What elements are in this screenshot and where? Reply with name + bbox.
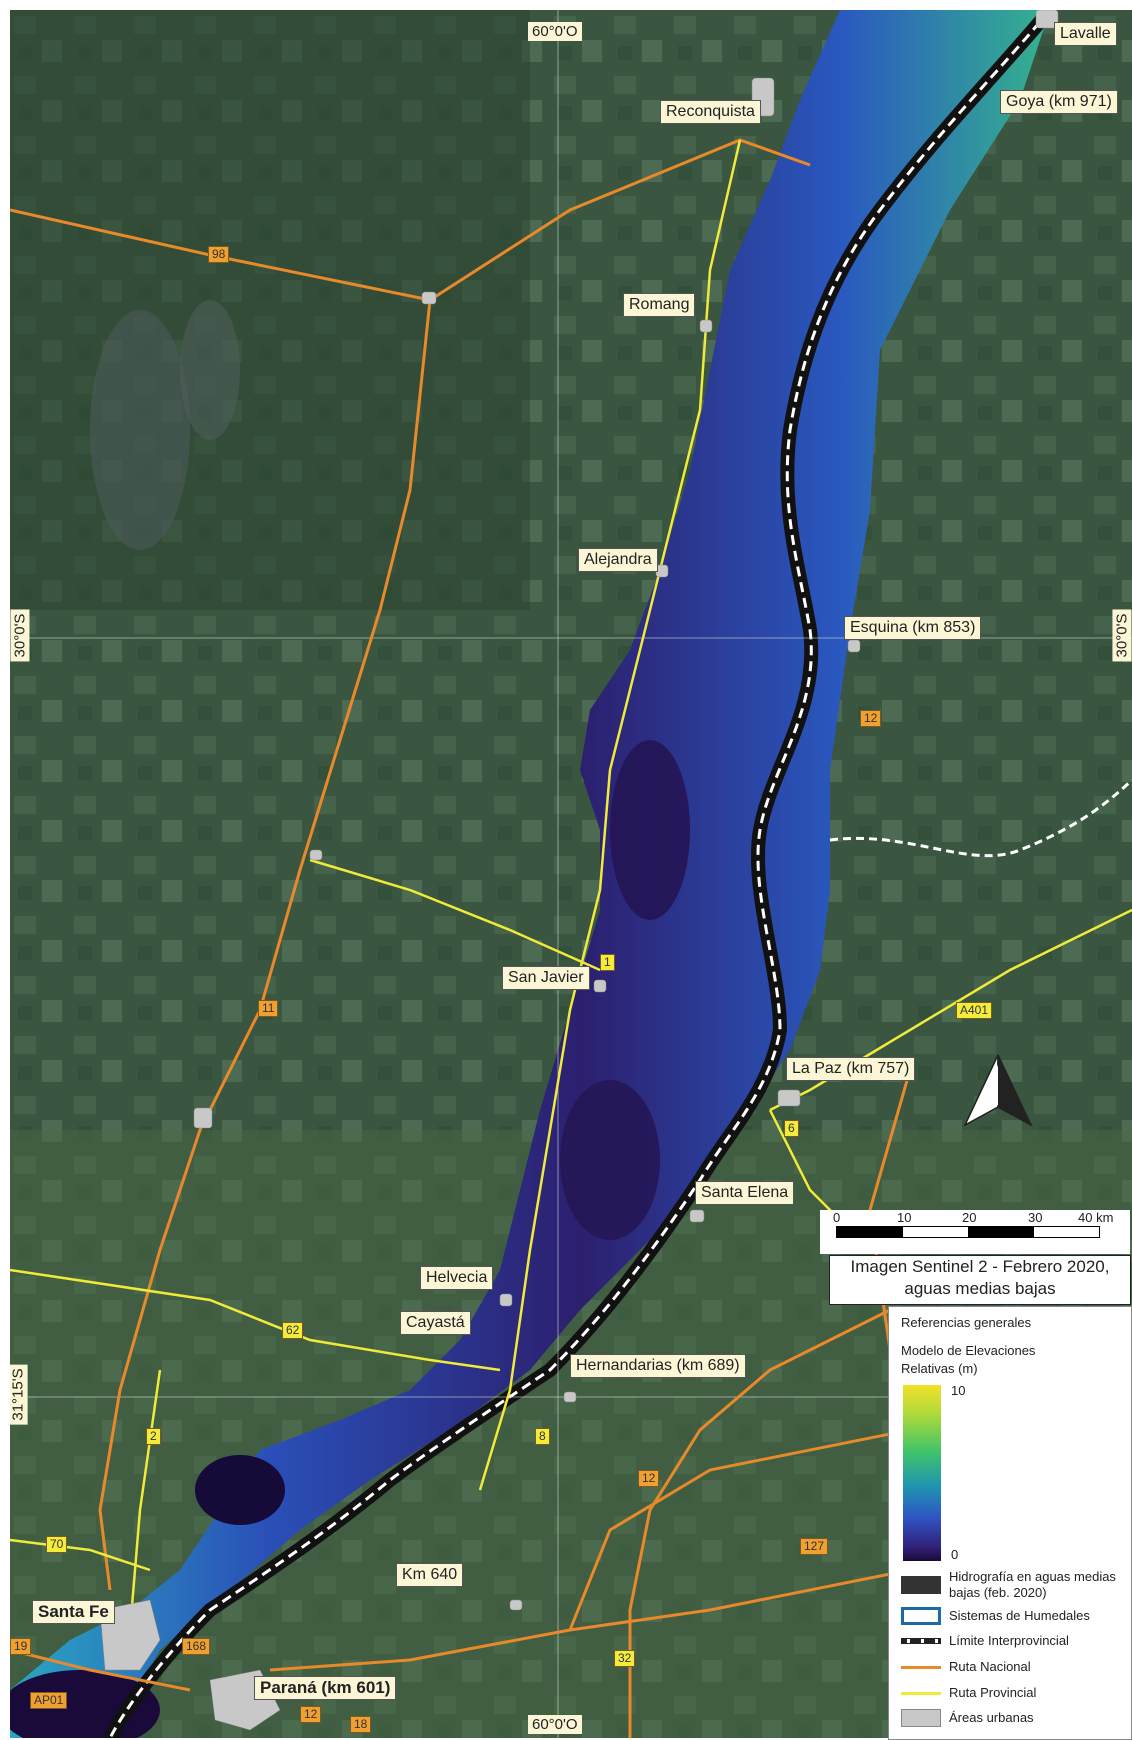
limite-swatch xyxy=(901,1638,941,1644)
legend-item-ruta-nacional: Ruta Nacional xyxy=(901,1659,1031,1675)
scale-tick-30: 30 xyxy=(1028,1210,1043,1225)
legend-item-humedales: Sistemas de Humedales xyxy=(901,1607,1090,1625)
place-label-helvecia[interactable]: Helvecia xyxy=(420,1266,494,1290)
legend-areas-urbanas-label: Áreas urbanas xyxy=(949,1710,1034,1725)
route-shield-127: 127 xyxy=(800,1538,829,1555)
hidrografia-swatch xyxy=(901,1576,941,1594)
scale-tick-0: 0 xyxy=(833,1210,841,1225)
route-shield-62: 62 xyxy=(282,1322,304,1339)
place-label-san-javier[interactable]: San Javier xyxy=(502,966,590,990)
place-label-la-paz[interactable]: La Paz (km 757) xyxy=(786,1057,916,1081)
interprovincial-limit xyxy=(108,10,1052,1738)
route-shield-98: 98 xyxy=(208,246,230,263)
elevation-color-ramp xyxy=(903,1385,941,1561)
map-title-line2: aguas medias bajas xyxy=(904,1279,1056,1298)
humedales-swatch xyxy=(901,1607,941,1625)
map-frame: 60°0'O 60°0'O 30°0'S 30°0'S 31°15'S Lava… xyxy=(10,10,1132,1738)
legend-hidrografia-label: Hidrografía en aguas medias bajas (feb. … xyxy=(949,1569,1116,1600)
legend-limite-label: Límite Interprovincial xyxy=(949,1633,1069,1648)
map-legend: Referencias generales Modelo de Elevacio… xyxy=(888,1306,1132,1740)
urban-areas xyxy=(99,10,1059,1731)
legend-item-areas-urbanas: Áreas urbanas xyxy=(901,1709,1034,1727)
place-label-santa-elena[interactable]: Santa Elena xyxy=(695,1181,795,1205)
coord-left-lat-30: 30°0'S xyxy=(10,609,30,662)
areas-urbanas-swatch xyxy=(901,1709,941,1727)
route-shield-12-hernandarias: 12 xyxy=(638,1470,660,1487)
route-shield-2: 2 xyxy=(146,1428,161,1445)
scale-tick-40: 40 km xyxy=(1078,1210,1114,1225)
place-label-esquina[interactable]: Esquina (km 853) xyxy=(844,616,982,640)
scale-tick-10: 10 xyxy=(897,1210,912,1225)
route-shield-168: 168 xyxy=(182,1638,211,1655)
place-label-parana[interactable]: Paraná (km 601) xyxy=(254,1676,397,1700)
legend-model-subtitle: Relativas (m) xyxy=(901,1361,978,1376)
legend-ruta-nacional-label: Ruta Nacional xyxy=(949,1659,1031,1674)
legend-header: Referencias generales xyxy=(901,1315,1032,1330)
place-label-cayasta[interactable]: Cayastá xyxy=(400,1311,471,1335)
scale-bar xyxy=(836,1226,1100,1238)
place-label-km640[interactable]: Km 640 xyxy=(396,1563,464,1587)
place-label-santa-fe[interactable]: Santa Fe xyxy=(32,1600,115,1624)
place-label-alejandra[interactable]: Alejandra xyxy=(578,548,658,572)
place-label-hernandarias[interactable]: Hernandarias (km 689) xyxy=(570,1354,746,1378)
route-shield-18: 18 xyxy=(350,1716,372,1733)
route-shield-70: 70 xyxy=(46,1536,68,1553)
place-label-lavalle[interactable]: Lavalle xyxy=(1054,22,1117,46)
north-arrow-icon xyxy=(963,1054,1033,1127)
place-label-goya[interactable]: Goya (km 971) xyxy=(1000,90,1118,114)
ruta-provincial-swatch xyxy=(901,1691,941,1695)
route-shield-6: 6 xyxy=(784,1120,799,1137)
route-shield-12-parana: 12 xyxy=(300,1706,322,1723)
route-shield-1: 1 xyxy=(600,954,615,971)
legend-ruta-provincial-label: Ruta Provincial xyxy=(949,1685,1037,1700)
route-shield-11: 11 xyxy=(258,1000,279,1017)
legend-humedales-label: Sistemas de Humedales xyxy=(949,1608,1090,1623)
legend-item-ruta-provincial: Ruta Provincial xyxy=(901,1685,1036,1701)
ruta-nacional-swatch xyxy=(901,1665,941,1669)
coord-right-lat-30: 30°0'S xyxy=(1112,609,1132,662)
coord-bottom-lon: 60°0'O xyxy=(528,1715,582,1734)
scale-bar-box: 0 10 20 30 40 km xyxy=(820,1210,1130,1254)
legend-ramp-max: 10 xyxy=(951,1383,966,1398)
map-title-box: Imagen Sentinel 2 - Febrero 2020, aguas … xyxy=(829,1255,1131,1305)
route-shield-32: 32 xyxy=(614,1650,636,1667)
route-shield-8: 8 xyxy=(535,1428,550,1445)
place-label-romang[interactable]: Romang xyxy=(623,293,696,317)
place-label-reconquista[interactable]: Reconquista xyxy=(660,100,761,124)
scale-tick-20: 20 xyxy=(962,1210,977,1225)
legend-model-title: Modelo de Elevaciones xyxy=(901,1343,1036,1358)
route-shield-ap01: AP01 xyxy=(30,1692,68,1709)
legend-ramp-min: 0 xyxy=(951,1547,959,1562)
coord-left-lat-31: 31°15'S xyxy=(10,1364,28,1425)
route-shield-19: 19 xyxy=(10,1638,32,1655)
legend-item-limite: Límite Interprovincial xyxy=(901,1633,1069,1649)
route-shield-a401: A401 xyxy=(956,1002,993,1019)
route-shield-12-esquina: 12 xyxy=(860,710,882,727)
map-title-line1: Imagen Sentinel 2 - Febrero 2020, xyxy=(850,1257,1110,1276)
interprovincial-limit-east xyxy=(829,778,1132,858)
legend-item-hidrografia: Hidrografía en aguas medias bajas (feb. … xyxy=(901,1569,1119,1601)
coord-top-lon: 60°0'O xyxy=(528,22,582,41)
